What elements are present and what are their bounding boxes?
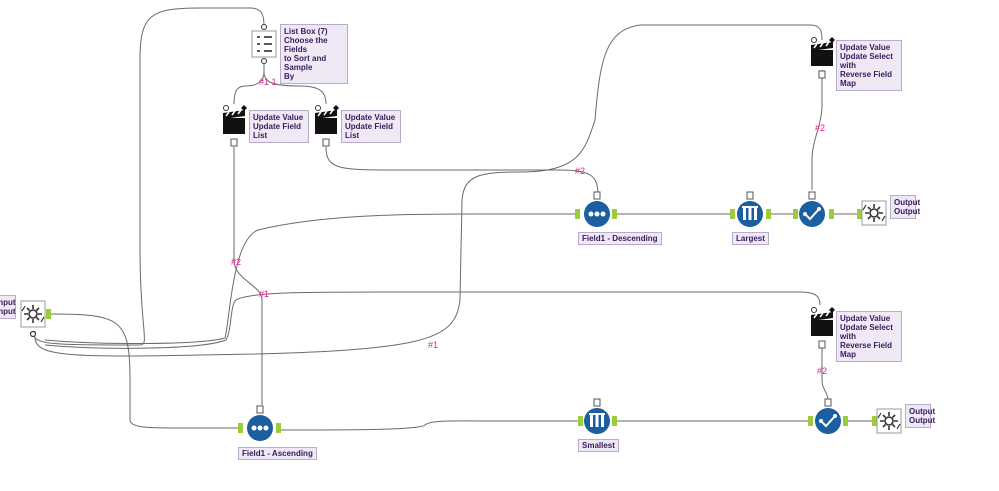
connection[interactable]: [821, 341, 829, 401]
select-check-icon: [819, 414, 837, 428]
input-anchor[interactable]: [578, 416, 583, 426]
connection[interactable]: [233, 147, 263, 405]
macro-output-tool-bottom[interactable]: [876, 408, 902, 434]
checklist-icon: [257, 36, 272, 52]
macro-input-annotation: Input Input: [0, 295, 16, 319]
output-top-annotation: Output Output: [890, 195, 920, 219]
wire-label: #1: [428, 340, 438, 350]
action-tool-left[interactable]: [223, 105, 247, 147]
input-anchor[interactable]: [575, 209, 580, 219]
action-mid-annotation: Update Value Update Select with Reverse …: [836, 311, 902, 362]
clapperboard-icon: [225, 109, 242, 117]
connection[interactable]: [233, 64, 265, 105]
output-anchor[interactable]: [46, 309, 51, 319]
input-anchor[interactable]: [730, 209, 735, 219]
action-tool-mid[interactable]: [811, 307, 835, 349]
connection[interactable]: [263, 71, 327, 105]
list-box-annotation: List Box (7) Choose the Fields to Sort a…: [280, 24, 348, 84]
input-anchor[interactable]: [808, 416, 813, 426]
connection[interactable]: [811, 70, 823, 190]
connection[interactable]: [279, 420, 580, 431]
sort-icon: [251, 425, 269, 431]
connection[interactable]: [49, 313, 240, 429]
input-anchor[interactable]: [872, 416, 877, 426]
output-anchor[interactable]: [829, 209, 834, 219]
anchors: [46, 209, 877, 433]
list-box-tool[interactable]: [251, 24, 277, 64]
wire-label: #2: [231, 257, 241, 267]
sort-tool-descending[interactable]: [584, 191, 610, 227]
output-anchor[interactable]: [843, 416, 848, 426]
action-tool-right[interactable]: [315, 105, 339, 147]
connection[interactable]: [44, 213, 580, 345]
wire-label: #1 1: [259, 77, 277, 87]
action-left-annotation: Update Value Update Field List: [249, 110, 309, 143]
connection[interactable]: [325, 146, 599, 196]
macro-output-tool-top[interactable]: [861, 200, 887, 226]
clapperboard-icon: [813, 41, 830, 49]
sample-icon: [589, 413, 605, 427]
wire-label: #2: [815, 123, 825, 133]
connection[interactable]: [33, 7, 265, 346]
output-bottom-annotation: Output Output: [905, 404, 935, 428]
select-tool-bottom[interactable]: [815, 398, 841, 434]
output-anchor[interactable]: [612, 209, 617, 219]
action-right-annotation: Update Value Update Field List: [341, 110, 401, 143]
sample-largest-label: Largest: [732, 232, 769, 245]
output-anchor[interactable]: [766, 209, 771, 219]
input-anchor[interactable]: [857, 209, 862, 219]
sort-descending-label: Field1 - Descending: [578, 232, 662, 245]
connection[interactable]: [34, 24, 823, 357]
wire-labels: #1 1 #2 #2 #1 #1 #2 #2: [231, 77, 827, 376]
select-check-icon: [803, 207, 821, 221]
sort-tool-ascending[interactable]: [247, 405, 273, 441]
clapperboard-icon: [813, 311, 830, 319]
sample-icon: [742, 206, 758, 220]
wire-label: #1: [259, 289, 269, 299]
output-anchor[interactable]: [612, 416, 617, 426]
wire-label: #2: [817, 366, 827, 376]
connections: [33, 7, 874, 431]
connection[interactable]: [44, 291, 821, 349]
sample-smallest-label: Smallest: [578, 439, 619, 452]
sample-tool-smallest[interactable]: [584, 398, 610, 434]
clapperboard-icon: [317, 109, 334, 117]
input-anchor[interactable]: [793, 209, 798, 219]
action-top-annotation: Update Value Update Select with Reverse …: [836, 40, 902, 91]
action-tool-top[interactable]: [811, 37, 835, 79]
input-anchor[interactable]: [238, 423, 243, 433]
select-tool-top[interactable]: [799, 191, 825, 227]
output-anchor[interactable]: [276, 423, 281, 433]
macro-input-tool[interactable]: [20, 300, 46, 338]
sample-tool-largest[interactable]: [737, 191, 763, 227]
sort-icon: [588, 211, 606, 217]
sort-ascending-label: Field1 - Ascending: [238, 447, 317, 460]
wire-label: #2: [575, 166, 585, 176]
